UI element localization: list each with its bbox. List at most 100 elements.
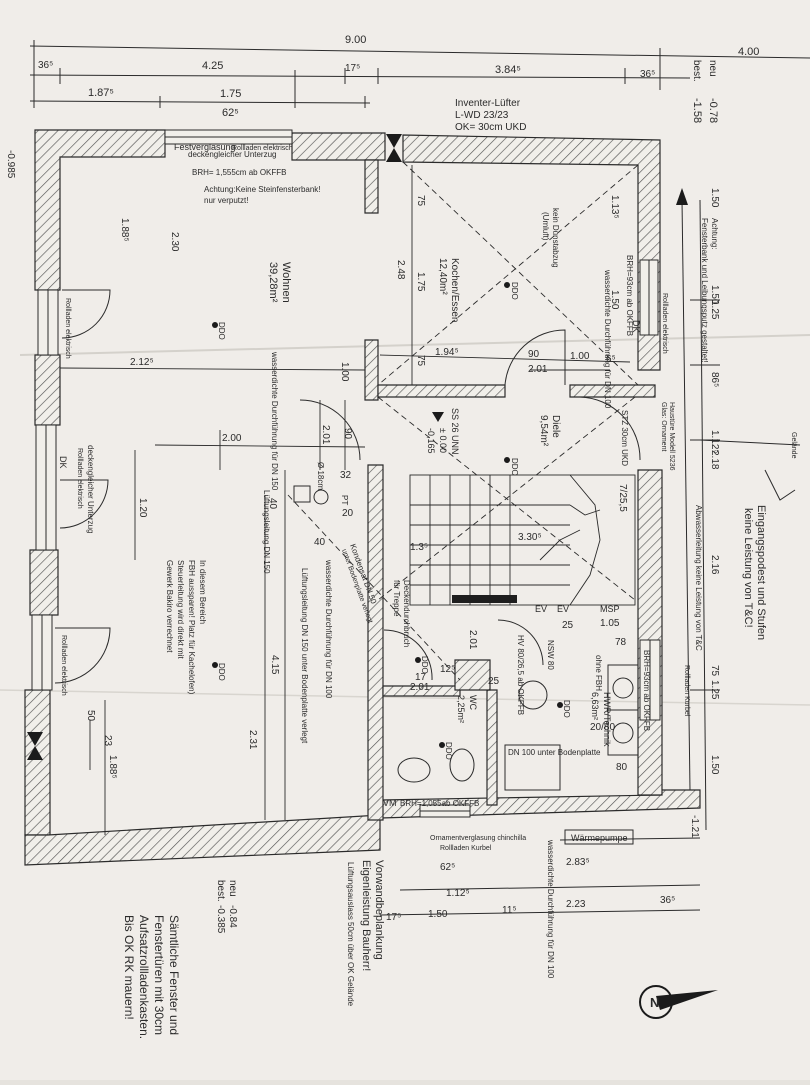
svg-text:-0.84: -0.84 — [227, 905, 238, 928]
label-bereich-1: In diesem Bereich — [198, 560, 207, 624]
svg-text:Sämtliche Fenster und: Sämtliche Fenster und — [167, 915, 181, 1035]
label-pm0: ± 0.00 — [438, 428, 448, 453]
svg-text:3.30⁵: 3.30⁵ — [518, 532, 542, 543]
label-gelaende: Gelände — [790, 432, 797, 459]
svg-text:2.01: 2.01 — [467, 630, 478, 650]
svg-text:1.20: 1.20 — [137, 498, 148, 518]
waermepumpe-box — [564, 829, 634, 845]
general-notes: Sämtliche Fenster und Fenstertüren mit 3… — [122, 915, 181, 1039]
svg-text:90: 90 — [528, 349, 540, 360]
room-wohnen-title: Wohnen — [280, 262, 292, 303]
room-diele-title: Diele — [550, 415, 561, 438]
label-verputzt: nur verputzt! — [204, 196, 248, 205]
label-waermepumpe: Wärmepumpe — [571, 833, 628, 843]
room-wc-title: WC — [468, 695, 478, 710]
label-wasser-dn100-c: wasserdichte Durchführung für DN 100 — [546, 839, 555, 979]
door-swing-left1 — [61, 289, 111, 339]
label-ev-1: EV — [535, 604, 547, 614]
dim-top-seg1: 36⁵ — [38, 60, 53, 71]
ddo-label-kitchen: DDO — [510, 282, 519, 300]
svg-text:23: 23 — [102, 735, 113, 747]
label-abwasser: Abwasserleitung keine Leistung von T&C — [694, 505, 703, 651]
interior-dimensions — [59, 165, 631, 835]
svg-text:-0.985: -0.985 — [5, 150, 16, 179]
label-wasser-dn100-b: wasserdichte Durchführung für DN 100 — [324, 559, 333, 699]
dim-second-b: 1.75 — [220, 88, 241, 100]
wall-interior-vertical — [367, 464, 384, 821]
ddo-label-wohnen2: DDO — [217, 663, 226, 681]
label-inverter-2: L-WD 23/23 — [455, 110, 509, 121]
label-dk-right: DK — [631, 320, 641, 333]
svg-text:2.01: 2.01 — [320, 425, 331, 445]
svg-text:-0.78: -0.78 — [707, 98, 719, 123]
svg-text:2.12⁵: 2.12⁵ — [130, 357, 154, 368]
top-dimensions — [29, 40, 810, 108]
label-haustuer-2: Glas: Ornament — [660, 402, 667, 451]
dim-second-c: 62⁵ — [222, 107, 239, 119]
label-lueftungsauslass: Lüftungsauslass 50cm über OK Gelände — [346, 862, 355, 1007]
level-marker-icon — [432, 412, 444, 422]
svg-text:75: 75 — [415, 355, 426, 367]
wall-bottom-left — [24, 814, 381, 866]
svg-text:2.83⁵: 2.83⁵ — [566, 857, 590, 868]
svg-text:2.01: 2.01 — [410, 682, 430, 693]
svg-text:2.01: 2.01 — [528, 364, 548, 375]
svg-text:12⁵: 12⁵ — [440, 664, 455, 675]
svg-text:1.75: 1.75 — [415, 272, 426, 292]
svg-text:Bis OK RK mauern!: Bis OK RK mauern! — [122, 915, 136, 1020]
svg-text:62⁵: 62⁵ — [440, 862, 455, 873]
svg-text:17: 17 — [415, 672, 427, 683]
svg-text:-1.58: -1.58 — [691, 98, 703, 123]
pipe-icon — [313, 489, 329, 505]
svg-text:2.30: 2.30 — [169, 232, 180, 252]
svg-text:75: 75 — [709, 665, 720, 677]
wall-left-bottom — [24, 689, 51, 836]
label-bereich-4: Gewerk Bakiro verrechnet — [165, 560, 174, 653]
label-brh-right: BRH=93cm ab OKFFB — [625, 255, 634, 336]
dim-top-total: 9.00 — [345, 34, 366, 46]
wall-left-pier2 — [29, 549, 59, 616]
svg-text:1.94⁵: 1.94⁵ — [435, 347, 459, 358]
svg-text:1.05: 1.05 — [600, 618, 620, 629]
svg-text:1.25: 1.25 — [709, 300, 720, 320]
svg-text:2.00: 2.00 — [222, 433, 242, 444]
label-rollladen-right: Rollladen elektrisch — [661, 293, 668, 354]
label-vm: VM — [383, 798, 397, 808]
label-ornament-1: Ornamentverglasung chinchilla — [430, 835, 526, 842]
room-wohnen-area: 39,28m² — [267, 262, 279, 303]
dim-top-seg5: 36⁵ — [640, 69, 655, 80]
label-deckendurchbruch-2: für Treppe — [392, 580, 401, 617]
svg-text:25: 25 — [562, 620, 574, 631]
label-pt: PT — [340, 495, 349, 505]
svg-text:1.88⁵: 1.88⁵ — [107, 755, 118, 779]
svg-text:11⁵: 11⁵ — [502, 905, 517, 916]
label-keine-dunst-2: (Umluft) — [541, 212, 550, 241]
ddo-label-wc: DDO — [444, 742, 453, 760]
label-stz: STZ 30cm UKD — [620, 410, 629, 466]
label-keine-dunst-1: kein Dunstabzug — [551, 208, 560, 268]
svg-text:2.31: 2.31 — [247, 730, 258, 750]
svg-text:neu: neu — [707, 60, 718, 77]
svg-text:1.50: 1.50 — [709, 188, 720, 208]
ddo-markers — [212, 282, 563, 748]
label-rollladen-left-1: Rollladen elektrisch — [76, 448, 83, 509]
room-kochen-area: 12,40m² — [437, 258, 448, 295]
room-diele-area: 9,54m² — [538, 415, 549, 447]
ddo-label-stair: DDO — [420, 656, 429, 674]
svg-text:25: 25 — [488, 676, 500, 687]
heatpump-indoor-icon — [504, 744, 561, 791]
svg-text:1.50: 1.50 — [709, 285, 720, 305]
ddo-label-hwr: DDO — [562, 700, 571, 718]
room-hwr-area: 6,63m² — [590, 692, 600, 720]
right-dimensions — [379, 199, 801, 916]
label-brh-top: BRH= 1,555cm ab OKFFB — [192, 168, 286, 177]
svg-text:1.25: 1.25 — [709, 680, 720, 700]
fixtures — [293, 485, 639, 791]
label-ornament-2: Rollladen Kurbel — [440, 845, 492, 852]
label-lueftung-1: Lüftungsleitung DN 150 unter Bodenplatte… — [300, 568, 309, 744]
level-top: neu best. -0.78 -1.58 — [691, 60, 719, 123]
label-festverglasung: Festverglasung — [174, 142, 236, 152]
svg-text:4.15: 4.15 — [269, 655, 280, 675]
label-deckendurchbruch-1: Deckendurchbruch — [402, 580, 411, 647]
